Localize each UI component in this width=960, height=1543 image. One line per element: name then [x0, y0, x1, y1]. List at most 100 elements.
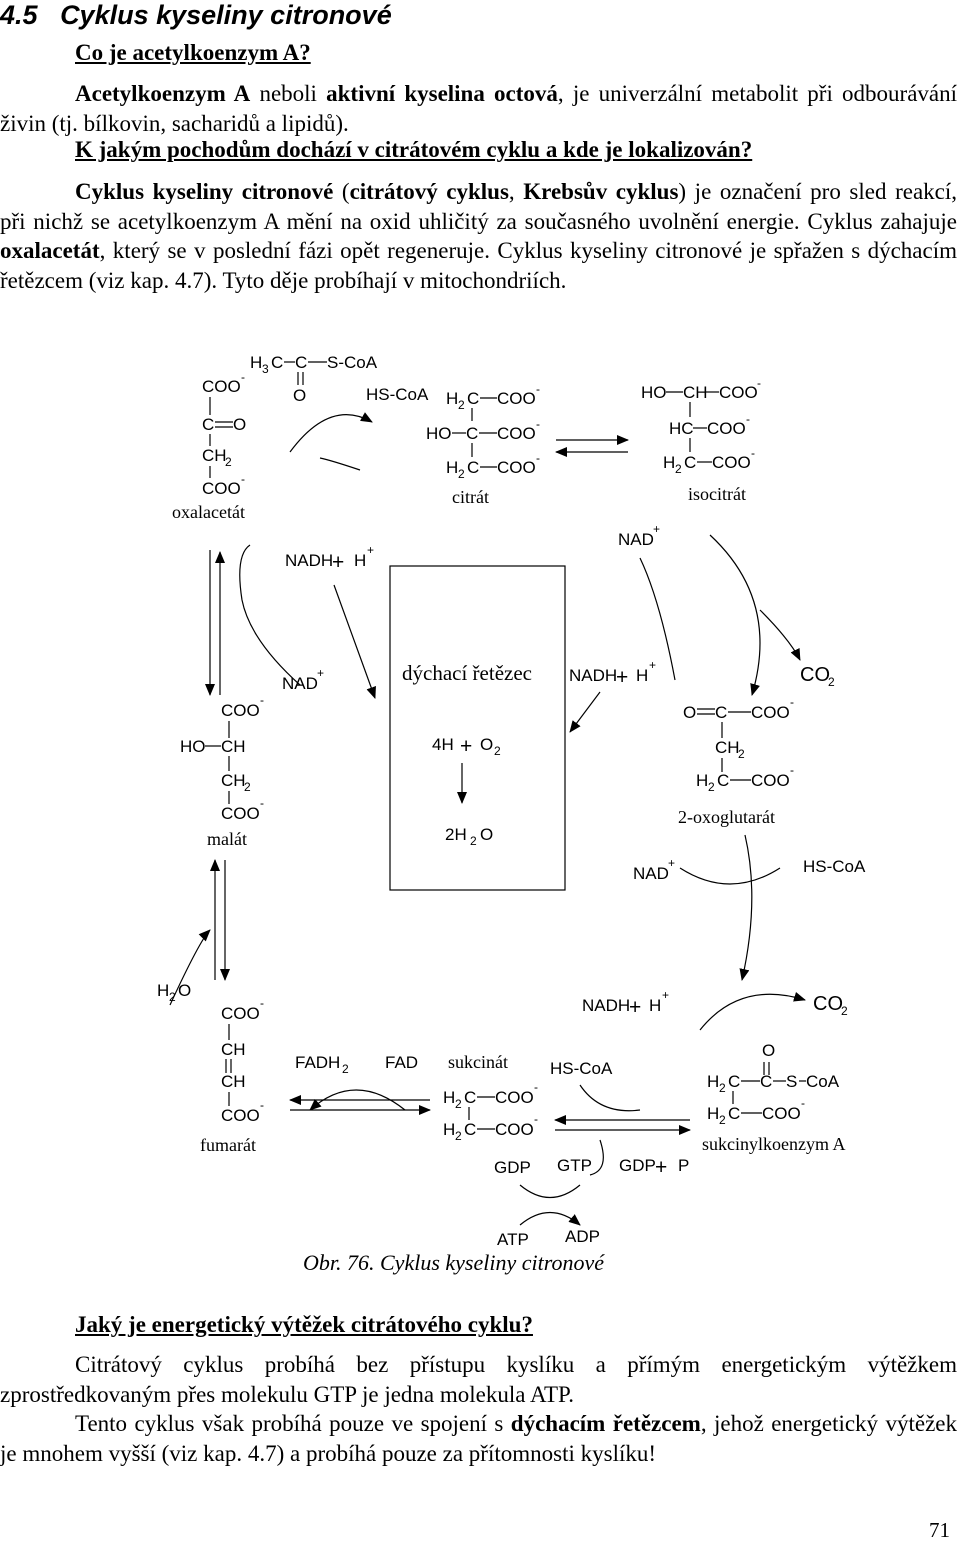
svg-text:2: 2: [470, 834, 477, 848]
svg-text:2: 2: [719, 1081, 726, 1095]
svg-text:COO: COO: [495, 1120, 534, 1139]
svg-text:H: H: [663, 453, 675, 472]
svg-text:2: 2: [225, 455, 232, 469]
svg-text:C: C: [202, 415, 214, 434]
svg-text:-: -: [536, 382, 540, 396]
svg-text:COO: COO: [712, 453, 751, 472]
svg-text:+: +: [653, 522, 660, 536]
svg-text:2: 2: [494, 744, 501, 758]
svg-text:NAD: NAD: [618, 530, 654, 549]
gdp-p: GDP + P: [619, 1156, 689, 1179]
svg-text:HO: HO: [641, 383, 667, 402]
svg-text:C: C: [467, 389, 479, 408]
svg-text:O: O: [480, 825, 493, 844]
svg-text:-: -: [260, 996, 264, 1010]
svg-text:H: H: [696, 771, 708, 790]
respiratory-chain-box: [389, 565, 566, 891]
succinyl-coa: O H 2 C C S CoA H 2 C COO - sukcinylkoen…: [702, 1041, 845, 1154]
oxalacetate: COO - C O CH 2 COO - oxalacetát: [172, 370, 246, 522]
svg-text:C: C: [684, 453, 696, 472]
svg-text:NADH: NADH: [569, 666, 617, 685]
question-acetylcoa: Co je acetylkoenzym A?: [75, 40, 311, 65]
svg-text:2: 2: [841, 1004, 848, 1018]
svg-text:C: C: [728, 1104, 740, 1123]
svg-text:C: C: [464, 1120, 476, 1139]
respiratory-chain: dýchací řetězec 4H + O 2 2H 2 O: [402, 661, 532, 848]
svg-text:C: C: [467, 458, 479, 477]
figure-caption: Obr. 76. Cyklus kyseliny citronové: [303, 1250, 604, 1275]
svg-text:2: 2: [458, 467, 465, 481]
svg-text:O: O: [233, 415, 246, 434]
svg-text:C: C: [295, 353, 307, 372]
nad-plus-2: NAD: [282, 674, 318, 693]
label-succinyl-coa: sukcinylkoenzym A: [702, 1134, 845, 1154]
svg-text:CH: CH: [221, 1072, 246, 1091]
svg-text:+: +: [629, 996, 641, 1019]
svg-text:HC: HC: [669, 419, 694, 438]
svg-text:+: +: [367, 543, 374, 557]
svg-text:P: P: [678, 1156, 689, 1175]
svg-text:dýchací řetězec: dýchací řetězec: [402, 661, 532, 685]
svg-text:COO: COO: [221, 1106, 260, 1125]
svg-text:2: 2: [708, 780, 715, 794]
svg-text:O: O: [480, 735, 493, 754]
svg-text:H: H: [443, 1088, 455, 1107]
isocitrate: HO CH COO - HC COO - H 2 C COO - isocitr…: [641, 376, 761, 504]
svg-text:-: -: [751, 446, 755, 460]
svg-text:FADH: FADH: [295, 1053, 340, 1072]
fumarate: COO - CH CH COO - fumarát: [200, 996, 264, 1155]
svg-text:H: H: [636, 666, 648, 685]
svg-text:CoA: CoA: [806, 1072, 840, 1091]
svg-text:C: C: [715, 703, 727, 722]
svg-text:+: +: [662, 988, 669, 1002]
svg-text:-: -: [536, 451, 540, 465]
water: H 2 O: [157, 981, 191, 1004]
nadh-h-2: NADH + H +: [569, 658, 656, 689]
citrate: H 2 C COO - HO C COO - H 2 C COO - citrá…: [426, 382, 540, 507]
question-citrate-cycle: K jakým pochodům dochází v citrátovém cy…: [75, 137, 753, 162]
svg-text:H: H: [707, 1072, 719, 1091]
gtp: GTP: [557, 1156, 592, 1175]
svg-text:COO: COO: [495, 1088, 534, 1107]
svg-text:-: -: [536, 417, 540, 431]
gdp-1: GDP: [494, 1158, 531, 1177]
section-title: Cyklus kyseliny citronové: [60, 0, 392, 30]
svg-text:-: -: [790, 695, 794, 709]
svg-text:COO: COO: [719, 383, 758, 402]
label-oxoglutarate: 2-oxoglutarát: [678, 807, 775, 827]
label-fumarate: fumarát: [200, 1135, 256, 1155]
svg-text:COO: COO: [707, 419, 746, 438]
svg-text:2: 2: [455, 1097, 462, 1111]
co2-2: CO 2: [813, 993, 848, 1018]
svg-text:2: 2: [719, 1113, 726, 1127]
svg-text:2: 2: [244, 780, 251, 794]
hs-coa-2: HS-CoA: [803, 857, 866, 876]
svg-text:H: H: [446, 458, 458, 477]
svg-text:COO: COO: [762, 1104, 801, 1123]
svg-text:-: -: [260, 1098, 264, 1112]
svg-text:HO: HO: [180, 737, 206, 756]
fad: FAD: [385, 1053, 418, 1072]
svg-text:-: -: [534, 1080, 538, 1094]
svg-text:O: O: [762, 1041, 775, 1060]
svg-text:+: +: [317, 666, 324, 680]
question-energy-yield: Jaký je energetický výtěžek citrátového …: [75, 1312, 533, 1337]
svg-text:2: 2: [738, 747, 745, 761]
fadh2: FADH 2: [295, 1053, 349, 1076]
paragraph-energy-yield: Citrátový cyklus probíhá bez přístupu ky…: [0, 1352, 957, 1407]
paragraph-acetylcoa: Acetylkoenzym A neboli aktivní kyselina …: [0, 81, 957, 136]
co2-1: CO 2: [800, 664, 835, 689]
label-isocitrate: isocitrát: [688, 484, 746, 504]
label-citrate: citrát: [452, 487, 489, 507]
svg-text:2: 2: [455, 1129, 462, 1143]
svg-text:2: 2: [458, 398, 465, 412]
svg-text:-: -: [801, 1096, 805, 1110]
nad-plus-1: NAD +: [618, 522, 660, 549]
svg-text:2: 2: [828, 675, 835, 689]
succinate: sukcinát H 2 C COO - H 2 C COO -: [443, 1052, 538, 1143]
svg-text:+: +: [649, 658, 656, 672]
svg-text:CH: CH: [221, 1040, 246, 1059]
svg-text:2H: 2H: [445, 825, 467, 844]
svg-text:H: H: [443, 1120, 455, 1139]
svg-text:O: O: [178, 981, 191, 1000]
